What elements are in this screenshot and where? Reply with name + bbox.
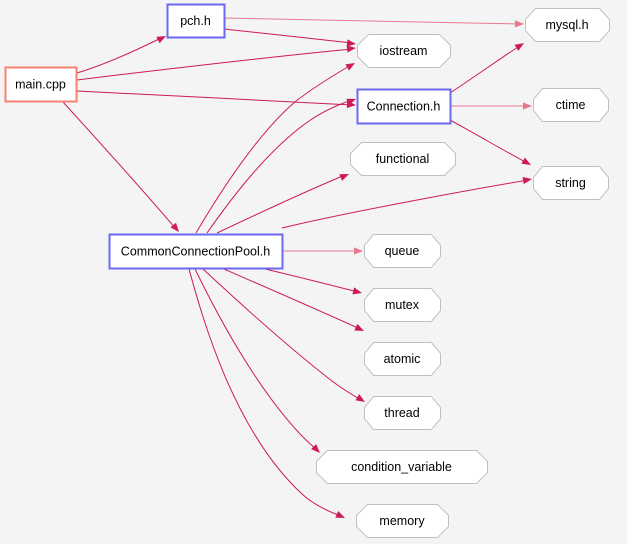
node-octagon-shape (357, 34, 451, 68)
edge-line (223, 28, 353, 44)
arrowhead-icon (354, 247, 363, 255)
arrowhead-icon (170, 222, 179, 232)
edge-line (223, 268, 361, 330)
arrowhead-icon (355, 394, 365, 402)
edge-line (76, 36, 164, 74)
arrowhead-icon (514, 43, 524, 51)
edge-line (76, 48, 353, 81)
node-atomic[interactable]: atomic (364, 342, 441, 376)
edge-common_connection_pool_h-to-memory (188, 268, 345, 518)
arrowhead-icon (352, 287, 362, 295)
node-memory[interactable]: memory (356, 504, 449, 538)
node-queue[interactable]: queue (364, 234, 441, 268)
node-octagon-shape (525, 8, 610, 42)
node-octagon-shape (356, 504, 449, 538)
edge-line (264, 268, 359, 293)
node-pch_h[interactable]: pch.h (166, 3, 226, 39)
edge-main_cpp-to-iostream (76, 45, 356, 81)
node-mysql_h[interactable]: mysql.h (525, 8, 610, 42)
arrowhead-icon (335, 511, 345, 518)
node-octagon-shape (533, 88, 609, 122)
node-box-shape (166, 3, 226, 39)
edge-pch_h-to-mysql_h (223, 17, 524, 28)
edge-line (194, 268, 318, 451)
node-octagon-shape (364, 396, 441, 430)
edge-connection_h-to-mysql_h (449, 43, 524, 94)
arrowhead-icon (346, 39, 356, 47)
edge-common_connection_pool_h-to-functional (216, 174, 349, 234)
arrowhead-icon (339, 174, 349, 181)
node-octagon-shape (316, 450, 488, 484)
node-mutex[interactable]: mutex (364, 288, 441, 322)
edge-common_connection_pool_h-to-iostream (195, 63, 355, 234)
edge-pch_h-to-iostream (223, 28, 356, 47)
arrowhead-icon (345, 63, 355, 71)
edges-layer (62, 17, 532, 518)
edge-line (195, 64, 352, 234)
edge-line (281, 179, 529, 229)
node-common_connection_pool_h[interactable]: CommonConnectionPool.h (108, 233, 284, 270)
arrowhead-icon (522, 177, 532, 185)
arrowhead-icon (523, 102, 532, 110)
edge-line (188, 268, 342, 517)
edge-common_connection_pool_h-to-atomic (223, 268, 364, 331)
edge-connection_h-to-string (449, 119, 531, 165)
arrowhead-icon (514, 20, 524, 28)
node-octagon-shape (533, 166, 609, 200)
edge-line (223, 17, 521, 25)
edge-line (449, 44, 522, 94)
edge-line (449, 119, 528, 164)
node-functional[interactable]: functional (350, 142, 456, 176)
node-box-shape (356, 88, 452, 125)
edge-common_connection_pool_h-to-mutex (264, 268, 362, 295)
edge-common_connection_pool_h-to-condition_variable (194, 268, 320, 453)
node-connection_h[interactable]: Connection.h (356, 88, 452, 125)
arrowhead-icon (354, 323, 364, 331)
node-box-shape (108, 233, 284, 270)
edge-common_connection_pool_h-to-thread (202, 268, 365, 402)
edge-line (216, 174, 346, 234)
arrowhead-icon (311, 444, 320, 453)
node-box-shape (4, 66, 78, 103)
node-thread[interactable]: thread (364, 396, 441, 430)
edge-common_connection_pool_h-to-connection_h (206, 98, 356, 234)
node-condition_variable[interactable]: condition_variable (316, 450, 488, 484)
edge-main_cpp-to-common_connection_pool_h (62, 101, 179, 232)
edge-line (202, 268, 362, 401)
edge-line (76, 90, 353, 106)
node-octagon-shape (364, 288, 441, 322)
arrowhead-icon (521, 157, 531, 165)
node-octagon-shape (364, 234, 441, 268)
node-string[interactable]: string (533, 166, 609, 200)
edge-main_cpp-to-pch_h (76, 36, 166, 74)
node-main_cpp[interactable]: main.cpp (4, 66, 78, 103)
edge-common_connection_pool_h-to-queue (282, 247, 363, 255)
edge-connection_h-to-ctime (450, 102, 532, 110)
arrowhead-icon (346, 98, 356, 106)
arrowhead-icon (346, 45, 356, 53)
node-octagon-shape (350, 142, 456, 176)
arrowhead-icon (156, 36, 166, 44)
edge-line (62, 101, 177, 230)
node-iostream[interactable]: iostream (357, 34, 451, 68)
edge-line (206, 99, 353, 234)
edge-common_connection_pool_h-to-string (281, 177, 532, 229)
node-octagon-shape (364, 342, 441, 376)
node-ctime[interactable]: ctime (533, 88, 609, 122)
